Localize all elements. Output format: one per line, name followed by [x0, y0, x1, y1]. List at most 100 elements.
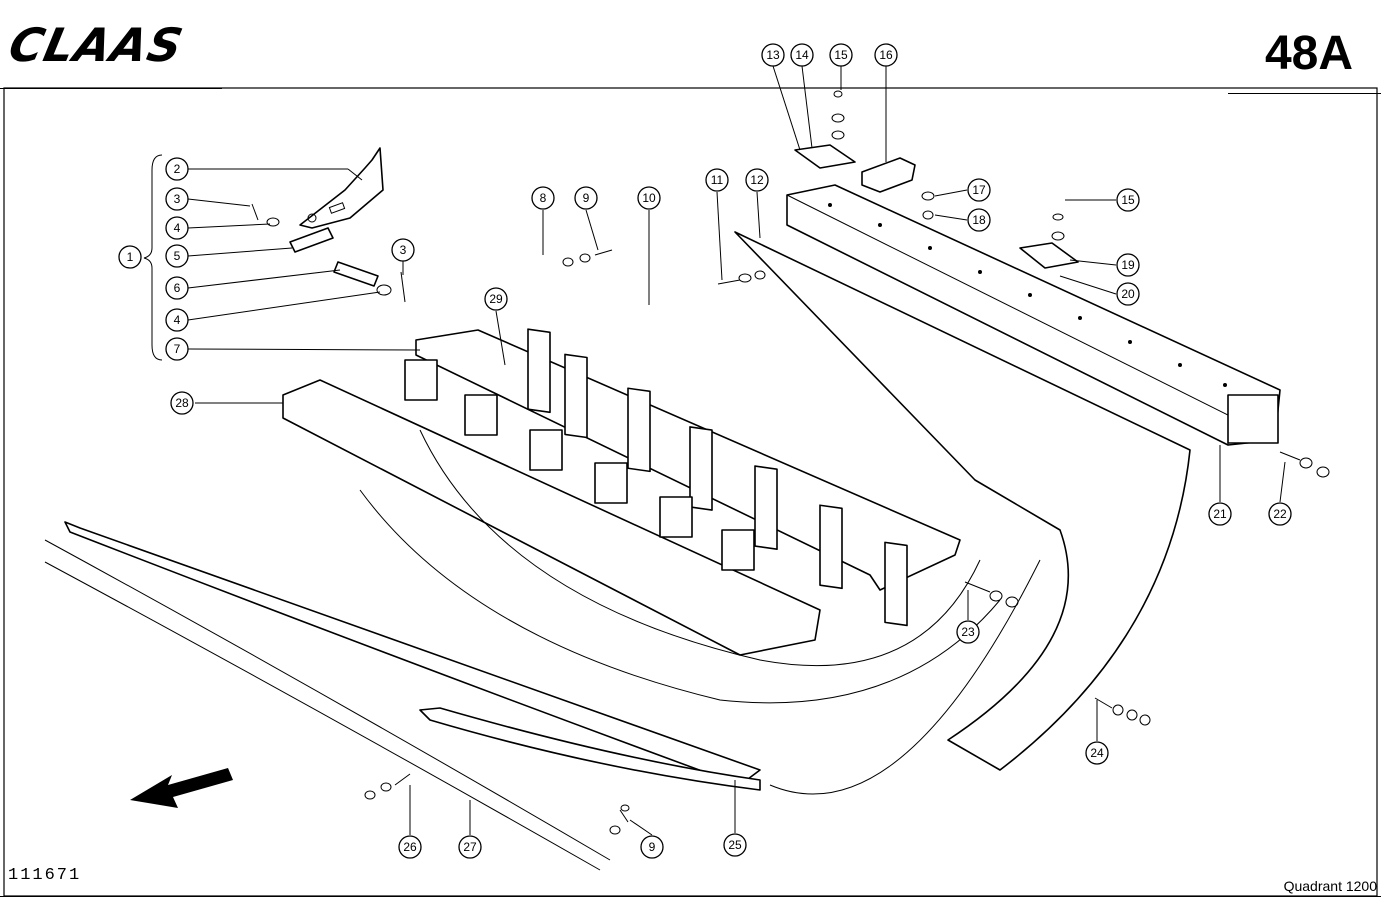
svg-text:19: 19: [1121, 258, 1135, 272]
callout-3: 3: [165, 187, 189, 211]
svg-text:15: 15: [834, 48, 848, 62]
outer-strip-line: [44, 539, 611, 861]
callout-20: 20: [1116, 282, 1140, 306]
callout-16: 16: [874, 43, 898, 67]
svg-text:18: 18: [972, 213, 986, 227]
svg-text:9: 9: [583, 191, 590, 205]
svg-text:20: 20: [1121, 287, 1135, 301]
svg-text:29: 29: [489, 292, 503, 306]
svg-text:12: 12: [750, 173, 764, 187]
callout-14: 14: [790, 43, 814, 67]
callout-2: 2: [165, 157, 189, 181]
drawing-id: 111671: [8, 866, 82, 885]
callout-22: 22: [1268, 502, 1292, 526]
beam-end-cap: [1227, 394, 1279, 444]
footer-rule: [0, 896, 1381, 897]
svg-text:2: 2: [174, 162, 181, 176]
svg-text:15: 15: [1121, 193, 1135, 207]
svg-text:9: 9: [649, 840, 656, 854]
callout-27: 27: [458, 835, 482, 859]
callout-26: 26: [398, 835, 422, 859]
svg-text:5: 5: [174, 249, 181, 263]
direction-arrow: [130, 768, 233, 808]
callout-18: 18: [967, 208, 991, 232]
svg-text:4: 4: [174, 313, 181, 327]
clamp-plate-top: [794, 144, 856, 169]
callout-12: 12: [745, 168, 769, 192]
concave-curve-1: [359, 489, 1001, 704]
lever-plate-part: [299, 147, 384, 229]
svg-text:3: 3: [400, 243, 407, 257]
svg-text:11: 11: [711, 173, 724, 187]
callout-8: 8: [531, 186, 555, 210]
callout-4b: 4: [165, 308, 189, 332]
bushing-part: [289, 227, 334, 253]
callout-7: 7: [165, 337, 189, 361]
callout-24: 24: [1085, 741, 1109, 765]
callout-1: 1: [118, 245, 142, 269]
pin-part: [251, 203, 259, 221]
svg-text:25: 25: [728, 838, 742, 852]
callout-10: 10: [637, 186, 661, 210]
callout-25: 25: [723, 833, 747, 857]
svg-text:24: 24: [1090, 746, 1104, 760]
svg-text:14: 14: [795, 48, 809, 62]
svg-text:6: 6: [174, 281, 181, 295]
pin-part-2: [400, 271, 406, 303]
clamp-plate-right: [1019, 242, 1079, 269]
washer-part: [266, 217, 280, 227]
callout-15: 15: [829, 43, 853, 67]
finger-plates-upper: [527, 328, 908, 627]
svg-text:16: 16: [879, 48, 893, 62]
beam-holes: [828, 203, 1227, 387]
svg-text:23: 23: [961, 625, 975, 639]
callout-21: 21: [1208, 502, 1232, 526]
concave-lower-edge: [769, 559, 1041, 795]
svg-text:1: 1: [127, 250, 134, 264]
svg-text:17: 17: [972, 183, 986, 197]
callout-5: 5: [165, 244, 189, 268]
model-name: Quadrant 1200: [1283, 878, 1377, 894]
callout-23: 23: [956, 620, 980, 644]
callout-11: 11: [705, 168, 729, 192]
washer-part-2: [376, 284, 392, 296]
callout-9: 9: [574, 186, 598, 210]
svg-text:3: 3: [174, 192, 181, 206]
page-number: 48A: [1264, 27, 1353, 80]
svg-text:26: 26: [403, 840, 417, 854]
callout-29: 29: [484, 287, 508, 311]
concave-curve-2: [419, 429, 981, 667]
leader-lines: [187, 65, 1286, 836]
lever-hole: [307, 213, 317, 223]
group-bracket: [143, 154, 163, 361]
lever-slot: [328, 202, 346, 214]
svg-text:27: 27: [463, 840, 477, 854]
svg-text:21: 21: [1213, 507, 1227, 521]
svg-text:8: 8: [540, 191, 547, 205]
callout-3b: 3: [391, 238, 415, 262]
fasteners: [364, 90, 1330, 835]
callout-15b: 15: [1116, 188, 1140, 212]
callout-17: 17: [967, 178, 991, 202]
svg-text:7: 7: [174, 342, 181, 356]
header-rule-right: [1228, 93, 1381, 94]
left-guide-strip: [64, 521, 761, 786]
shaft-part: [333, 261, 379, 287]
svg-text:13: 13: [766, 48, 780, 62]
callout-19: 19: [1116, 253, 1140, 277]
concave-plate-part: [734, 231, 1191, 771]
callout-13: 13: [761, 43, 785, 67]
bracket-part-16: [861, 157, 916, 193]
callout-28: 28: [170, 391, 194, 415]
lower-guide-strip: [419, 707, 761, 791]
svg-text:10: 10: [642, 191, 656, 205]
svg-text:22: 22: [1273, 507, 1287, 521]
svg-text:4: 4: [174, 221, 181, 235]
svg-text:28: 28: [175, 396, 189, 410]
callout-4: 4: [165, 216, 189, 240]
wear-blocks-lower: [404, 359, 755, 571]
callout-6: 6: [165, 276, 189, 300]
callout-9b: 9: [640, 835, 664, 859]
